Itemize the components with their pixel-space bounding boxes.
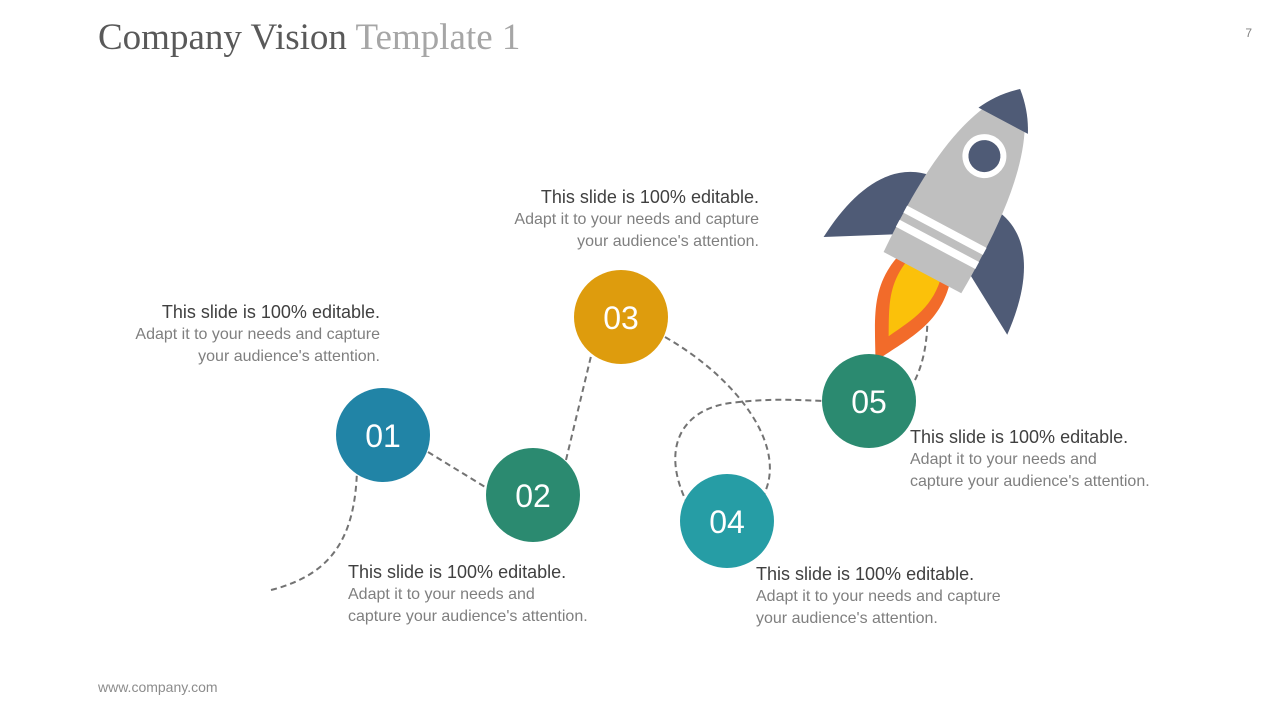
step-body-01-line-2: your audience's attention. xyxy=(198,348,380,365)
rocket-nose xyxy=(978,88,1028,134)
rocket-flame-inner xyxy=(888,257,943,337)
step-circle-02: 02 xyxy=(486,448,580,542)
path-02-to-03 xyxy=(565,351,593,461)
path-start-to-01 xyxy=(270,469,358,591)
step-body-05: Adapt it to your needs and capture your … xyxy=(910,449,1230,493)
step-body-04-line-2: your audience's attention. xyxy=(756,610,938,627)
rocket-fin-left xyxy=(823,171,933,238)
step-body-02: Adapt it to your needs and capture your … xyxy=(348,584,668,628)
step-number-01: 01 xyxy=(365,418,401,454)
step-body-02-line-2: capture your audience's attention. xyxy=(348,608,588,625)
step-heading-02: This slide is 100% editable. xyxy=(348,562,567,582)
step-body-03: Adapt it to your needs and capture your … xyxy=(439,209,759,253)
dashed-path xyxy=(270,294,929,591)
footer-url: www.company.com xyxy=(98,679,218,695)
step-body-02-line-1: Adapt it to your needs and xyxy=(348,586,535,603)
step-body-03-line-1: Adapt it to your needs and capture xyxy=(514,211,759,228)
step-number-04: 04 xyxy=(709,504,745,540)
step-body-05-line-2: capture your audience's attention. xyxy=(910,473,1150,490)
path-04-loop-to-05 xyxy=(674,398,824,506)
step-heading-03: This slide is 100% editable. xyxy=(540,187,759,207)
slide-title: Company Vision Template 1 xyxy=(98,16,520,60)
step-text-02: This slide is 100% editable. Adapt it to… xyxy=(348,560,668,628)
step-number-02: 02 xyxy=(515,478,551,514)
step-number-05: 05 xyxy=(851,384,887,420)
step-number-03: 03 xyxy=(603,300,639,336)
page-number: 7 xyxy=(1245,26,1252,40)
step-heading-04: This slide is 100% editable. xyxy=(756,564,975,584)
step-body-03-line-2: your audience's attention. xyxy=(577,233,759,250)
step-text-03: This slide is 100% editable. Adapt it to… xyxy=(439,185,759,253)
rocket-stripe-1 xyxy=(903,205,987,255)
rocket-fin-right xyxy=(970,210,1024,335)
step-heading-05: This slide is 100% editable. xyxy=(910,427,1129,447)
step-body-05-line-1: Adapt it to your needs and xyxy=(910,451,1097,468)
step-text-01: This slide is 100% editable. Adapt it to… xyxy=(60,300,380,368)
step-circle-05: 05 xyxy=(822,354,916,448)
step-circle-03: 03 xyxy=(574,270,668,364)
rocket-window xyxy=(968,140,1001,173)
rocket-icon xyxy=(823,88,1028,361)
step-heading-01: This slide is 100% editable. xyxy=(161,302,380,322)
step-circle-04: 04 xyxy=(680,474,774,568)
step-body-01-line-1: Adapt it to your needs and capture xyxy=(135,326,380,343)
path-03-to-04 xyxy=(664,336,771,499)
step-body-01: Adapt it to your needs and capture your … xyxy=(60,324,380,368)
title-accent: Template 1 xyxy=(355,17,521,58)
step-body-04: Adapt it to your needs and capture your … xyxy=(756,586,1076,630)
path-01-to-02 xyxy=(427,451,491,491)
step-text-04: This slide is 100% editable. Adapt it to… xyxy=(756,562,1076,630)
step-circle-01: 01 xyxy=(336,388,430,482)
step-text-05: This slide is 100% editable. Adapt it to… xyxy=(910,425,1230,493)
step-body-04-line-1: Adapt it to your needs and capture xyxy=(756,588,1001,605)
rocket-stripe-2 xyxy=(895,219,980,270)
title-main: Company Vision xyxy=(98,17,347,58)
